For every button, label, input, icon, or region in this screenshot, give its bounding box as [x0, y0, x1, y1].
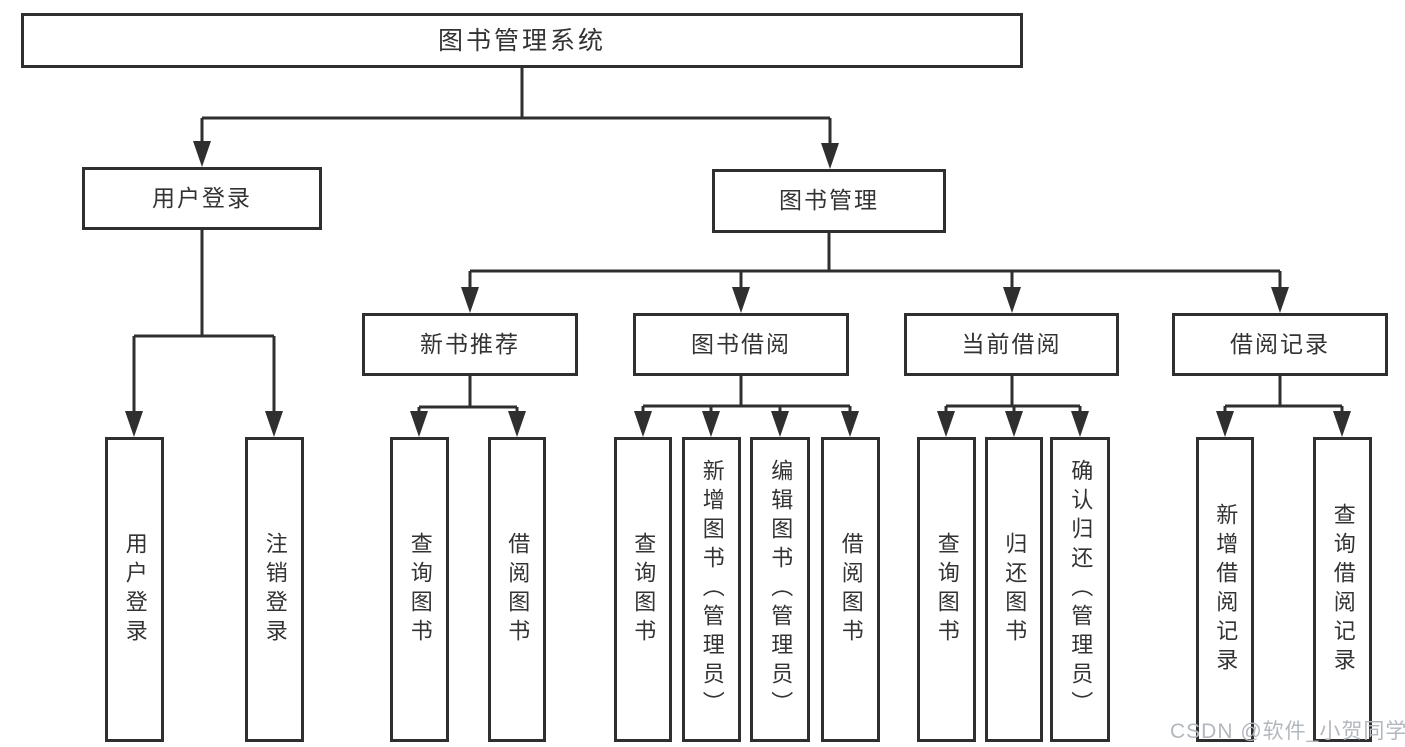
connector-bookmgmt-to-level3: [468, 233, 1282, 290]
node-leaf-user-login: 用户登录: [105, 437, 164, 742]
node-leaf-edit-book-admin: 编辑图书（管理员）: [750, 437, 810, 742]
node-user-login: 用户登录: [82, 167, 322, 230]
node-new-book-recommend: 新书推荐: [362, 313, 578, 376]
node-leaf-borrow-book-2: 借阅图书: [821, 437, 880, 742]
connector-borrowrecord-to-leaves: [1223, 376, 1344, 414]
node-book-borrowing: 图书借阅: [633, 313, 849, 376]
node-leaf-add-book-admin: 新增图书（管理员）: [682, 437, 741, 742]
csdn-watermark: CSDN @软件_小贺同学: [1170, 720, 1405, 743]
connector-bookborrow-to-leaves: [641, 376, 852, 414]
node-leaf-query-book-1: 查询图书: [390, 437, 449, 742]
node-leaf-borrow-book-1: 借阅图书: [488, 437, 546, 742]
node-library-management-system: 图书管理系统: [21, 13, 1023, 68]
node-leaf-add-borrow-record: 新增借阅记录: [1196, 437, 1254, 742]
node-current-borrowing: 当前借阅: [904, 313, 1119, 376]
node-leaf-logout: 注销登录: [245, 437, 304, 742]
node-leaf-confirm-return-admin: 确认归还（管理员）: [1050, 437, 1110, 742]
node-leaf-query-book-3: 查询图书: [917, 437, 976, 742]
node-borrowing-records: 借阅记录: [1172, 313, 1388, 376]
connector-root-to-level2: [200, 68, 832, 147]
node-leaf-query-borrow-record: 查询借阅记录: [1313, 437, 1372, 742]
connector-currentborrow-to-leaves: [944, 376, 1082, 414]
node-book-management: 图书管理: [712, 169, 946, 233]
node-leaf-return-book: 归还图书: [985, 437, 1043, 742]
connector-newbook-to-leaves: [417, 376, 519, 414]
connector-userlogin-to-leaves: [132, 230, 276, 414]
node-leaf-query-book-2: 查询图书: [614, 437, 672, 742]
